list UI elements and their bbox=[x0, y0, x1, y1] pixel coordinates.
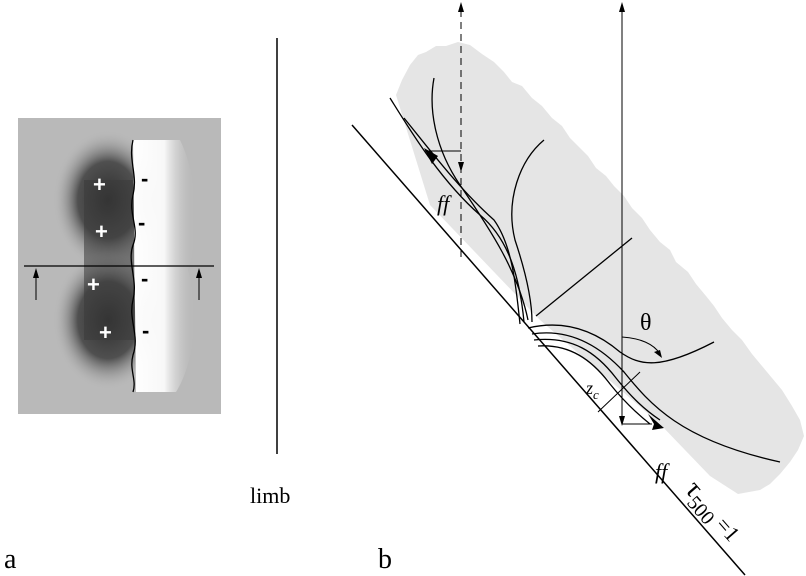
plus-sign-1: + bbox=[93, 172, 106, 197]
flux-region bbox=[396, 42, 804, 494]
flow-arrow-upper bbox=[424, 148, 438, 164]
zc-marker bbox=[597, 371, 641, 413]
zc-label: zc bbox=[585, 378, 599, 402]
field-line-lower-2 bbox=[531, 332, 781, 463]
theta-label: θ bbox=[640, 310, 652, 336]
field-line-upper-2 bbox=[389, 97, 525, 323]
dashed-sightline-lower-arrowhead bbox=[458, 162, 464, 172]
panel-a-label: a bbox=[4, 544, 17, 575]
plus-sign-4: + bbox=[99, 320, 112, 345]
theta-arc-arrowhead bbox=[654, 350, 662, 358]
dashed-sightline-arrowhead bbox=[458, 2, 464, 12]
panel-b: θ zc ff ff τ500 =1 b bbox=[351, 2, 804, 576]
plus-sign-3: + bbox=[87, 272, 100, 297]
arrow-left-head bbox=[33, 268, 39, 278]
field-line-upper-3 bbox=[403, 117, 521, 325]
minus-sign-1: - bbox=[141, 166, 148, 191]
zc-main: z bbox=[585, 378, 593, 398]
arrow-right-head bbox=[196, 268, 202, 278]
panel-a-shading bbox=[53, 130, 196, 393]
perpendicular-line-1 bbox=[535, 237, 633, 317]
flow-arrow-lower bbox=[648, 414, 664, 430]
line-of-sight-arrowhead bbox=[619, 2, 625, 12]
polarity-boundary bbox=[130, 139, 136, 393]
panel-b-label: b bbox=[378, 544, 392, 575]
field-line-lower-1 bbox=[527, 324, 715, 364]
ff-upper-label: ff bbox=[437, 191, 452, 216]
dark-region-core bbox=[84, 180, 134, 340]
limb-label: limb bbox=[250, 483, 290, 508]
field-line-lower-4 bbox=[537, 345, 651, 425]
minus-sign-3: - bbox=[141, 266, 148, 291]
field-line-upper-4 bbox=[511, 139, 545, 323]
zc-sub: c bbox=[593, 387, 599, 402]
panel-a: + + + + - - - - a bbox=[4, 118, 221, 575]
minus-sign-2: - bbox=[138, 210, 145, 235]
tau500-surface bbox=[351, 124, 746, 576]
line-of-sight-bottom-arrowhead bbox=[619, 416, 625, 426]
ff-lower-label: ff bbox=[655, 459, 670, 484]
plus-sign-2: + bbox=[95, 219, 108, 244]
minus-sign-4: - bbox=[142, 318, 149, 343]
field-line-lower-3 bbox=[533, 338, 661, 421]
